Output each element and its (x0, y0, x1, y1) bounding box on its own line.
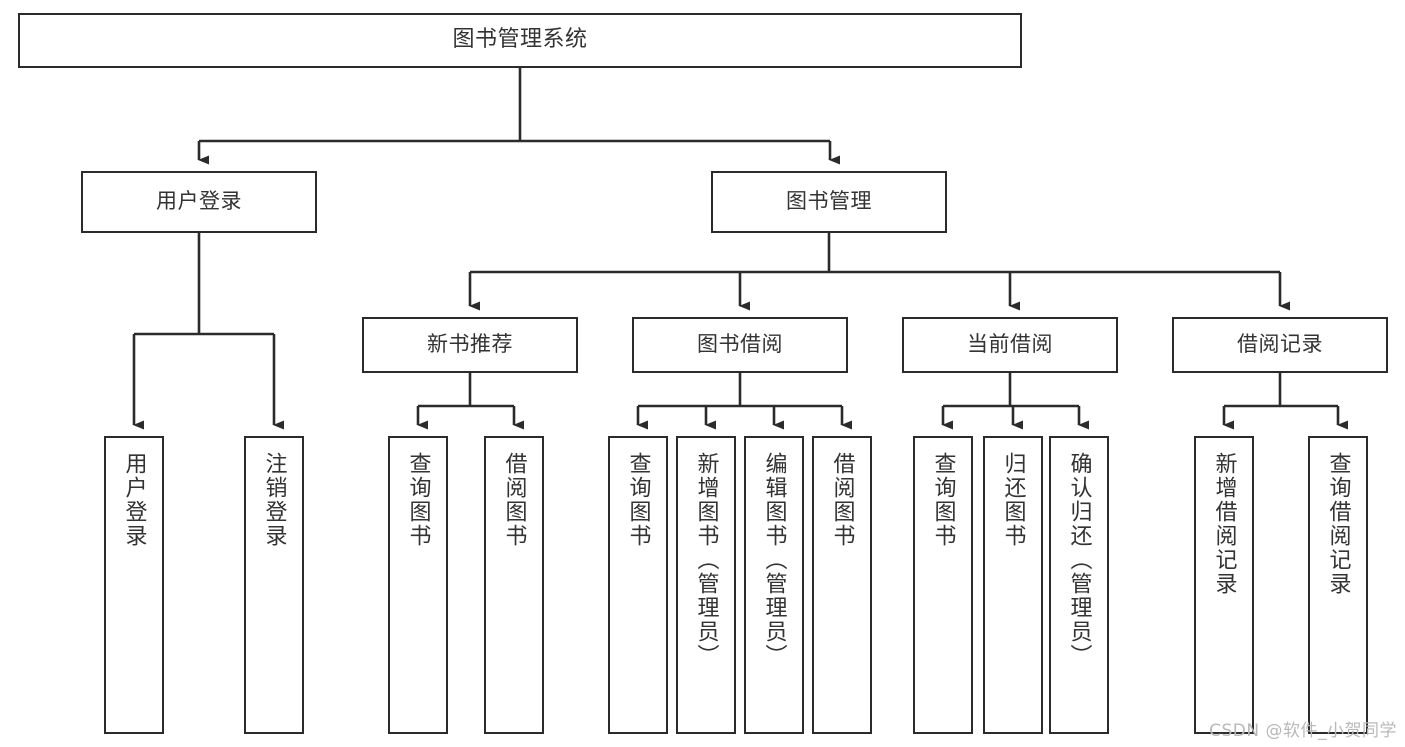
node-root[interactable]: 图书管理系统 (18, 13, 1022, 68)
leaf-confirm-return-admin[interactable]: 确认归还（管理员） (1049, 436, 1109, 734)
leaf-add-book-admin[interactable]: 新增图书（管理员） (676, 436, 736, 734)
node-book-management-label: 图书管理 (786, 189, 872, 214)
watermark: CSDN @软件_小贺同学 (1209, 721, 1397, 741)
leaf-query-book-rec-label: 查询图书 (405, 452, 431, 548)
leaf-query-borrow-record[interactable]: 查询借阅记录 (1308, 436, 1368, 734)
leaf-query-book-current-label: 查询图书 (930, 452, 956, 548)
node-root-label: 图书管理系统 (452, 27, 588, 53)
leaf-edit-book-admin[interactable]: 编辑图书（管理员） (744, 436, 804, 734)
node-book-borrow[interactable]: 图书借阅 (632, 317, 848, 373)
node-new-book-recommend[interactable]: 新书推荐 (362, 317, 578, 373)
leaf-query-borrow-record-label: 查询借阅记录 (1325, 452, 1351, 596)
leaf-logout-login-label: 注销登录 (261, 452, 287, 548)
node-current-borrow-label: 当前借阅 (967, 332, 1053, 357)
leaf-query-book-borrow-label: 查询图书 (625, 452, 651, 548)
leaf-logout-login[interactable]: 注销登录 (244, 436, 304, 734)
node-borrow-record[interactable]: 借阅记录 (1172, 317, 1388, 373)
node-new-book-recommend-label: 新书推荐 (427, 332, 513, 357)
leaf-query-book-current[interactable]: 查询图书 (913, 436, 973, 734)
leaf-borrow-book-rec[interactable]: 借阅图书 (484, 436, 544, 734)
leaf-return-book[interactable]: 归还图书 (983, 436, 1043, 734)
node-book-management[interactable]: 图书管理 (711, 171, 947, 233)
leaf-user-login-label: 用户登录 (121, 452, 147, 548)
leaf-add-borrow-record[interactable]: 新增借阅记录 (1194, 436, 1254, 734)
node-book-borrow-label: 图书借阅 (697, 332, 783, 357)
leaf-user-login[interactable]: 用户登录 (104, 436, 164, 734)
leaf-edit-book-admin-label: 编辑图书（管理员） (761, 452, 787, 668)
leaf-return-book-label: 归还图书 (1000, 452, 1026, 548)
leaf-add-borrow-record-label: 新增借阅记录 (1211, 452, 1237, 596)
leaf-query-book-rec[interactable]: 查询图书 (388, 436, 448, 734)
leaf-borrow-book[interactable]: 借阅图书 (812, 436, 872, 734)
node-user-login-label: 用户登录 (156, 189, 242, 214)
node-current-borrow[interactable]: 当前借阅 (902, 317, 1118, 373)
leaf-borrow-book-label: 借阅图书 (829, 452, 855, 548)
leaf-borrow-book-rec-label: 借阅图书 (501, 452, 527, 548)
leaf-confirm-return-admin-label: 确认归还（管理员） (1066, 452, 1092, 668)
node-borrow-record-label: 借阅记录 (1237, 332, 1323, 357)
node-user-login[interactable]: 用户登录 (81, 171, 317, 233)
leaf-query-book-borrow[interactable]: 查询图书 (608, 436, 668, 734)
leaf-add-book-admin-label: 新增图书（管理员） (693, 452, 719, 668)
